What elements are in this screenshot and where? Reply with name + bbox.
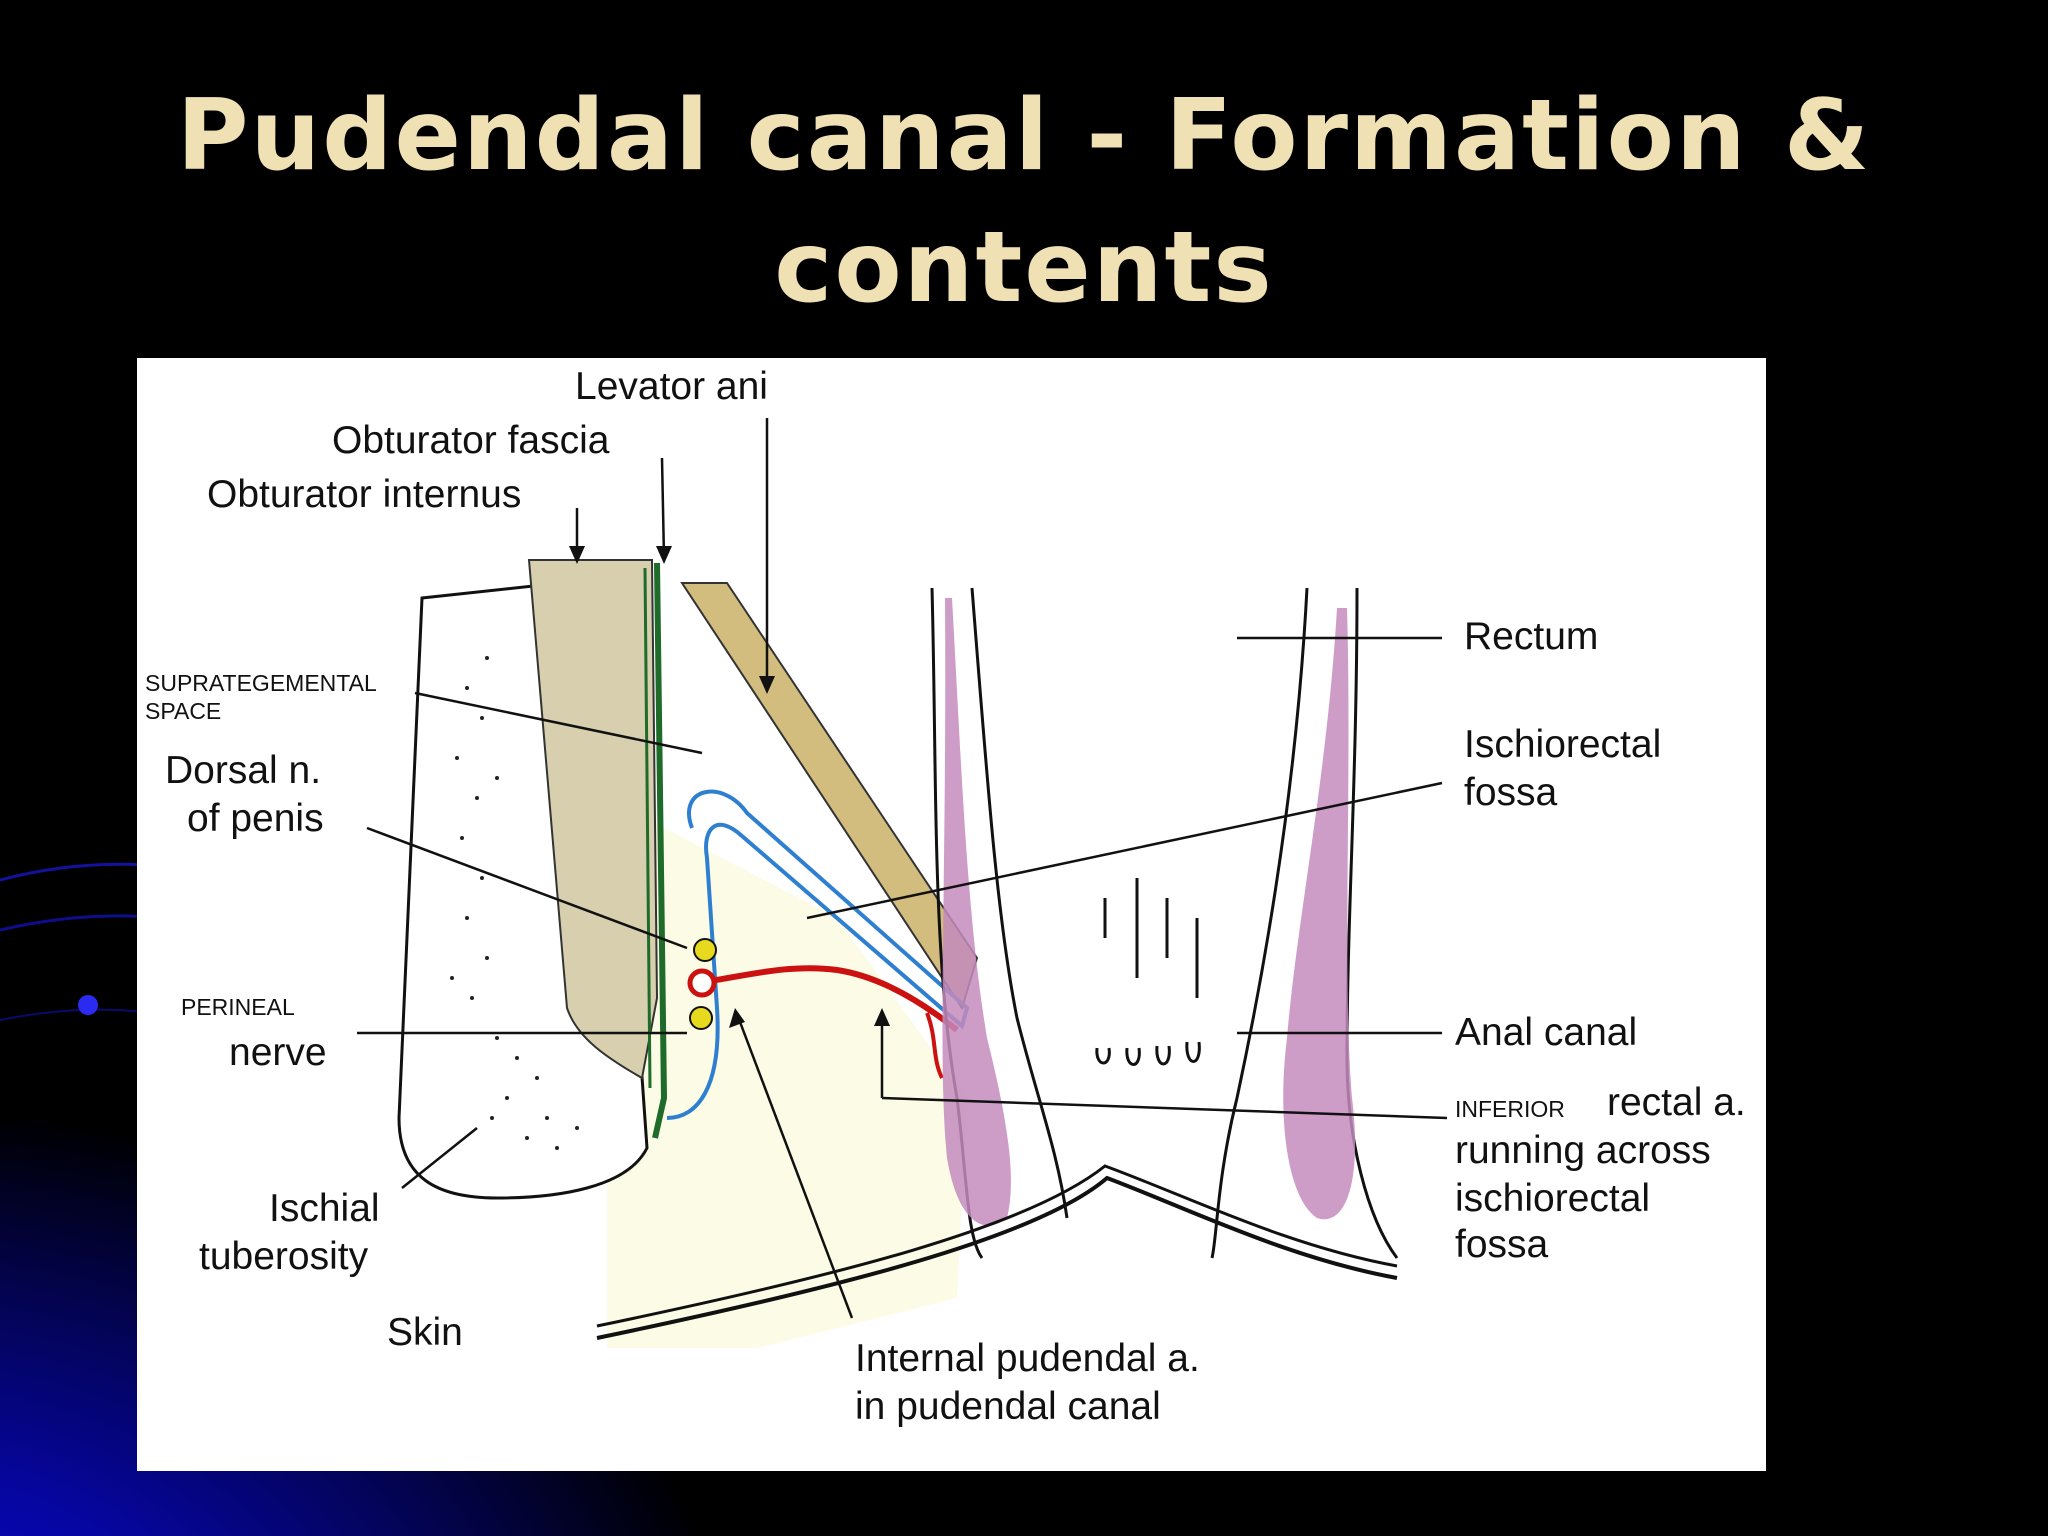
label-obturator-internus: Obturator internus [207,473,522,516]
label-internal-pudendal-2: in pudendal canal [855,1385,1161,1428]
leader-lines [357,418,1448,1319]
obturator-fascia-line [652,562,668,1139]
label-ischiorectal-fossa-1: Ischiorectal [1464,723,1662,766]
label-rectal-a-2: running across [1455,1129,1711,1172]
label-suprategemental-2: SPACE [145,698,222,724]
skin-line [596,1175,1398,1340]
anatomy-drawing [357,418,1448,1348]
label-inferior: INFERIOR [1455,1096,1565,1122]
label-rectal-a-3: ischiorectal [1455,1177,1651,1220]
anal-canal-folds [1095,878,1201,1066]
label-ischiorectal-fossa-2: fossa [1464,771,1558,814]
label-suprategemental-1: SUPRATEGEMENTAL [145,670,377,696]
slide-title: Pudendal canal - Formation & contents [0,70,2048,334]
perineal-nerve-dot [689,1006,713,1030]
label-perineal-1: PERINEAL [181,994,295,1020]
arrow-heads [569,546,890,1028]
label-rectal-a-1: rectal a. [1607,1081,1746,1124]
label-ischial-2: tuberosity [199,1235,369,1278]
rectal-wall-left [942,598,1011,1226]
label-dorsal-n-1: Dorsal n. [165,749,322,792]
label-internal-pudendal-1: Internal pudendal a. [855,1337,1200,1380]
levator-ani-shape [680,582,979,1011]
bone-speckle [450,656,579,1150]
dorsal-nerve-dot [693,938,717,962]
rectal-wall-right [1283,608,1356,1220]
label-dorsal-n-2: of penis [187,797,324,840]
pudendal-canal-outline [666,789,970,1120]
label-levator-ani: Levator ani [575,365,768,408]
obturator-internus-shape [527,559,659,1080]
label-rectum: Rectum [1464,615,1599,658]
label-ischial-1: Ischial [269,1187,380,1230]
slide-title-line-2: contents [774,211,1274,325]
ischiorectal-fossa-region [607,798,967,1348]
label-anal-canal: Anal canal [1455,1011,1638,1054]
internal-pudendal-artery [696,965,959,1033]
label-obturator-fascia: Obturator fascia [332,419,610,462]
artery-dot [687,968,717,998]
label-rectal-a-4: fossa [1455,1223,1549,1266]
label-skin: Skin [387,1311,463,1354]
anatomy-figure: Levator ani Obturator fascia Obturator i… [137,358,1766,1471]
slide-title-line-1: Pudendal canal - Formation & [176,79,1872,193]
label-perineal-2: nerve [229,1031,327,1074]
